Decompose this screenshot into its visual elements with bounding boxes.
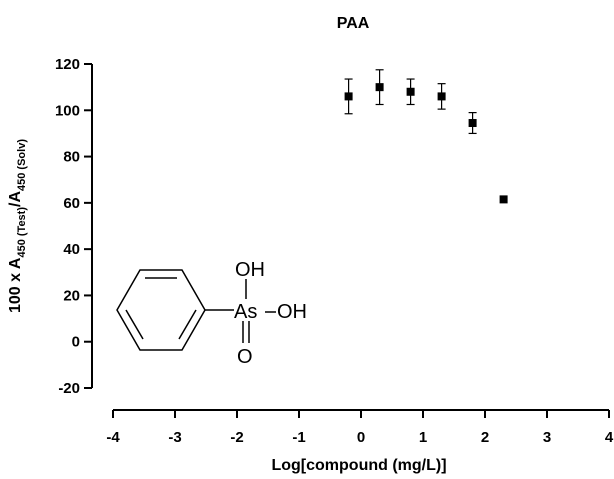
data-point: [344, 92, 353, 101]
y-tick-label: 100: [55, 102, 80, 119]
oh-right-label: OH: [277, 301, 307, 323]
y-tick-label: 0: [72, 334, 80, 351]
x-tick-label: 2: [481, 429, 489, 446]
y-tick-label: 80: [63, 149, 80, 166]
y-axis-label-mid: /A: [7, 191, 24, 207]
x-tick-label: 3: [543, 429, 551, 446]
y-axis-label-sub1: 450 (Test): [16, 207, 28, 258]
y-tick-label: -20: [58, 380, 80, 397]
x-axis-ticks: -4 -3 -2 -1 0 1 2 3 4: [106, 410, 614, 446]
y-tick-label: 60: [63, 195, 80, 212]
x-axis-label: Log[compound (mg/L)]: [271, 457, 446, 474]
ring-inner-bond-left: [125, 309, 144, 340]
oh-top-label: OH: [235, 259, 265, 281]
x-tick-label: 1: [419, 429, 427, 446]
x-tick-label: 4: [605, 429, 614, 446]
y-tick-label: 40: [63, 241, 80, 258]
x-tick-label: -3: [168, 429, 181, 446]
y-axis-label: 100 x A450 (Test)/A450 (Solv): [7, 139, 28, 313]
oxygen-label: O: [237, 346, 253, 368]
y-axis-label-prefix: 100 x A: [7, 257, 24, 313]
chart-title: PAA: [337, 15, 370, 32]
benzene-ring: [116, 269, 206, 351]
x-tick-label: -4: [106, 429, 120, 446]
ring-inner-bond-right: [178, 309, 197, 340]
data-point: [468, 119, 477, 128]
x-tick-label: 0: [357, 429, 365, 446]
data-point: [437, 92, 446, 101]
data-point: [375, 83, 384, 92]
y-tick-label: 120: [55, 56, 80, 73]
y-axis-label-sub2: 450 (Solv): [16, 139, 28, 191]
y-axis-ticks: -20 0 20 40 60 80 100 120: [55, 56, 92, 397]
x-tick-label: -2: [230, 429, 243, 446]
data-point: [499, 195, 508, 204]
data-points: [344, 69, 508, 204]
x-tick-label: -1: [292, 429, 305, 446]
phenylarsonic-acid-structure: OH As OH O: [116, 259, 307, 368]
data-point: [406, 87, 415, 96]
arsenic-label: As: [234, 301, 257, 323]
y-tick-label: 20: [63, 287, 80, 304]
